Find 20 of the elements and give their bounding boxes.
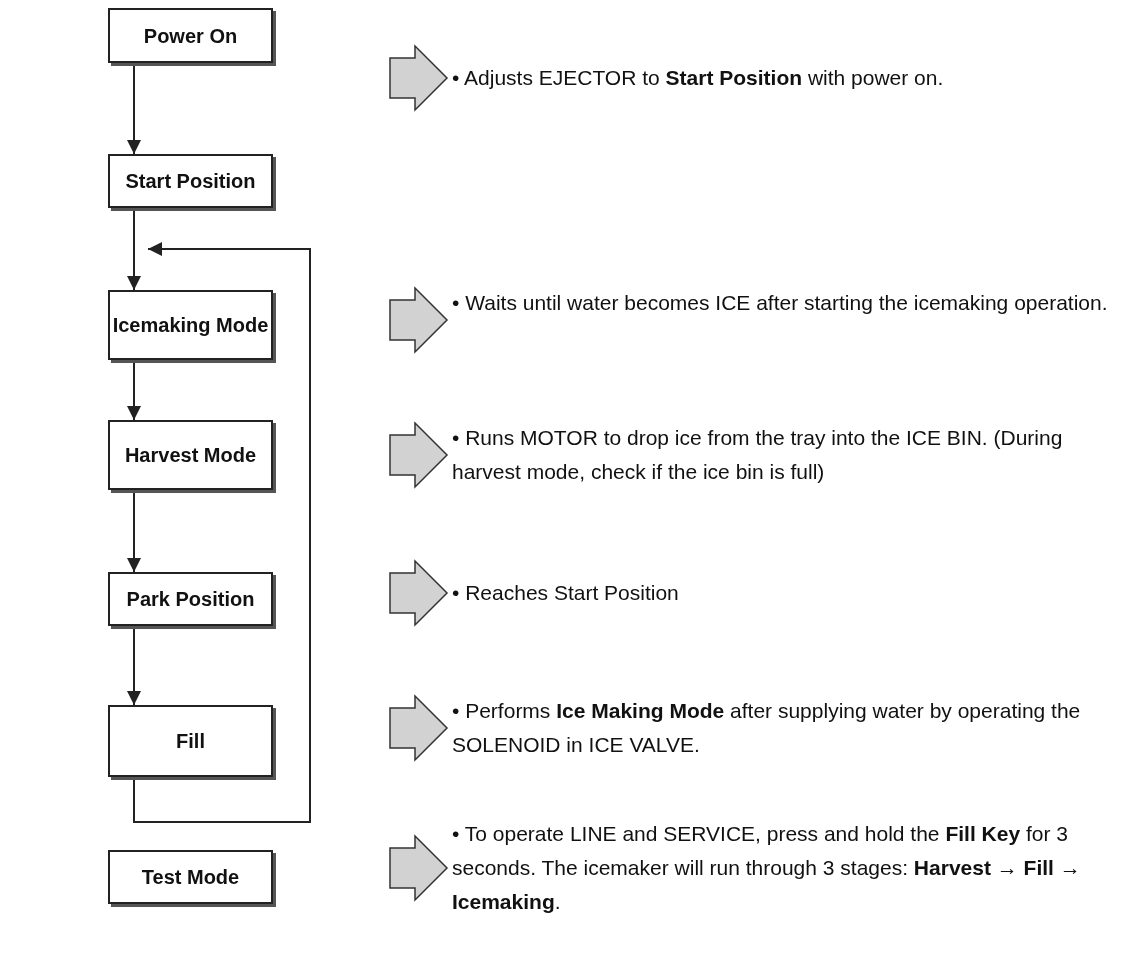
description-text: • Adjusts EJECTOR to Start Position with power on. <box>452 61 1122 95</box>
block-arrow <box>389 834 449 902</box>
process-box: Fill <box>108 705 273 777</box>
process-box: Harvest Mode <box>108 420 273 490</box>
block-arrow <box>389 694 449 762</box>
block-arrow <box>389 559 449 627</box>
description-text: • Runs MOTOR to drop ice from the tray into the ICE BIN. (During harvest mode, check if the ice bin is full) <box>452 421 1122 489</box>
description-text: • Reaches Start Position <box>452 576 1122 610</box>
process-box: Test Mode <box>108 850 273 904</box>
process-box: Power On <box>108 8 273 63</box>
process-box: Icemaking Mode <box>108 290 273 360</box>
arrow <box>133 242 311 823</box>
process-box: Start Position <box>108 154 273 208</box>
block-arrow <box>389 286 449 354</box>
block-arrow <box>389 44 449 112</box>
process-box: Park Position <box>108 572 273 626</box>
description-text: • Waits until water becomes ICE after starting the icemaking operation. <box>452 286 1122 320</box>
description-text: • To operate LINE and SERVICE, press and hold the Fill Key for 3 seconds. The icemaker will run through 3 stages: Harvest → Fill → Icemaking. <box>452 817 1122 919</box>
block-arrow <box>389 421 449 489</box>
description-text: • Performs Ice Making Mode after supplying water by operating the SOLENOID in ICE VALVE. <box>452 694 1122 762</box>
